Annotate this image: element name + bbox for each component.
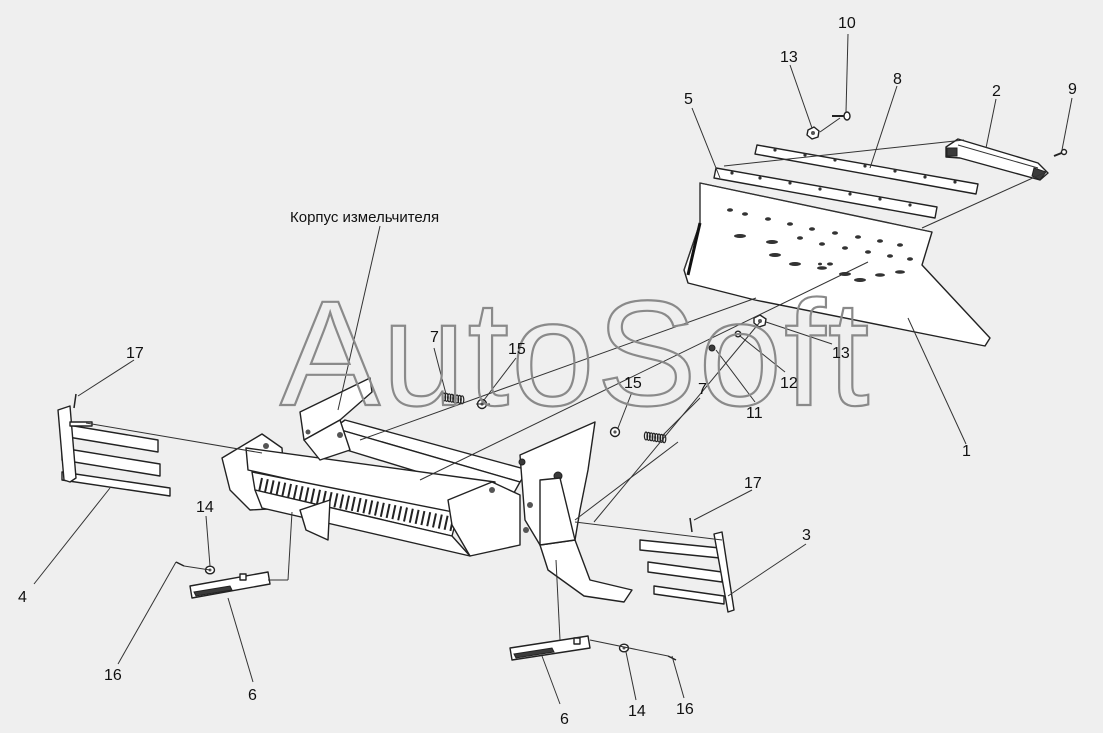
housing-slot bbox=[292, 484, 298, 500]
callout-12: 12 bbox=[780, 375, 798, 392]
callout-7-mid: 7 bbox=[698, 381, 707, 398]
housing-slot bbox=[420, 510, 426, 526]
washer-15-mid bbox=[609, 426, 621, 438]
bolt-11 bbox=[708, 344, 716, 352]
housing-slot bbox=[397, 506, 403, 521]
housing-slot bbox=[408, 508, 414, 523]
housing-slot bbox=[263, 478, 269, 494]
housing-slot bbox=[298, 486, 304, 501]
callout-6-right: 6 bbox=[560, 711, 569, 728]
watermark-text: AutoSoft bbox=[280, 269, 871, 437]
housing-slot bbox=[275, 481, 281, 496]
callout-11: 11 bbox=[746, 405, 763, 422]
pin-16-right bbox=[667, 655, 677, 661]
callout-9: 9 bbox=[1068, 81, 1077, 98]
pin-17-left bbox=[73, 393, 77, 409]
housing-slot bbox=[443, 515, 449, 530]
housing-slot bbox=[287, 483, 292, 499]
nut-13-top bbox=[806, 126, 820, 140]
callout-6-left: 6 bbox=[248, 687, 257, 704]
pin-16-left bbox=[175, 561, 185, 567]
housing-slot bbox=[368, 500, 374, 515]
housing-slot bbox=[281, 482, 287, 497]
housing-slot bbox=[374, 501, 379, 516]
callout-14-right: 14 bbox=[628, 703, 646, 720]
callout-1: 1 bbox=[962, 443, 971, 460]
nut-13-mid bbox=[753, 314, 767, 328]
part-4-side-guard bbox=[57, 405, 171, 497]
housing-slot bbox=[432, 513, 437, 528]
callout-17-left: 17 bbox=[126, 345, 144, 362]
housing-slot bbox=[345, 495, 350, 510]
callout-13-top: 13 bbox=[780, 49, 798, 66]
callout-13-mid: 13 bbox=[832, 345, 850, 362]
housing-slot bbox=[391, 504, 397, 520]
housing-slot bbox=[269, 480, 275, 495]
housing-slot bbox=[258, 477, 263, 493]
callout-7-top: 7 bbox=[430, 329, 439, 346]
callout-16-right: 16 bbox=[676, 701, 694, 718]
housing-slot bbox=[437, 514, 443, 529]
pin-17-right bbox=[689, 517, 693, 533]
housing-slot bbox=[339, 494, 345, 509]
callout-4: 4 bbox=[18, 589, 27, 606]
callout-14-left: 14 bbox=[196, 499, 214, 516]
callout-17-right: 17 bbox=[744, 475, 762, 492]
housing-slot bbox=[356, 497, 362, 513]
housing-slot bbox=[333, 493, 339, 508]
housing-slot bbox=[316, 489, 321, 505]
part-6-slider-right bbox=[509, 635, 591, 661]
assembly-label: Корпус измельчителя bbox=[290, 209, 439, 226]
part-8-strip bbox=[754, 144, 979, 195]
leader-lines bbox=[33, 33, 1073, 705]
housing-slot bbox=[362, 499, 368, 514]
callout-5: 5 bbox=[684, 91, 693, 108]
callout-15-top: 15 bbox=[508, 341, 526, 358]
housing-slot bbox=[414, 509, 420, 525]
part-3-side-guard bbox=[639, 531, 735, 613]
housing-slot bbox=[379, 502, 385, 517]
part-5-strip bbox=[713, 167, 938, 219]
callout-2: 2 bbox=[992, 83, 1001, 100]
bolt-9 bbox=[1053, 148, 1068, 157]
spring-7-mid bbox=[643, 431, 667, 444]
bolt-10 bbox=[832, 111, 851, 121]
assembly-axes bbox=[85, 117, 1047, 657]
spring-7-top bbox=[441, 392, 465, 405]
callout-8: 8 bbox=[893, 71, 902, 88]
housing-slot bbox=[310, 488, 316, 503]
shredder-housing: /* slots drawn below */ bbox=[221, 377, 633, 603]
housing-slot bbox=[426, 512, 432, 527]
callout-10: 10 bbox=[838, 15, 856, 32]
housing-slot bbox=[385, 503, 391, 519]
part-1-deflector-plate bbox=[683, 182, 991, 347]
housing-slot bbox=[403, 507, 408, 522]
callout-3: 3 bbox=[802, 527, 811, 544]
housing-slot bbox=[304, 487, 310, 502]
washer-12 bbox=[734, 330, 742, 338]
callout-16-left: 16 bbox=[104, 667, 122, 684]
part-2-bracket bbox=[945, 138, 1049, 181]
callout-15-mid: 15 bbox=[624, 375, 642, 392]
housing-slot bbox=[350, 496, 356, 512]
part-6-slider-left bbox=[189, 571, 271, 599]
